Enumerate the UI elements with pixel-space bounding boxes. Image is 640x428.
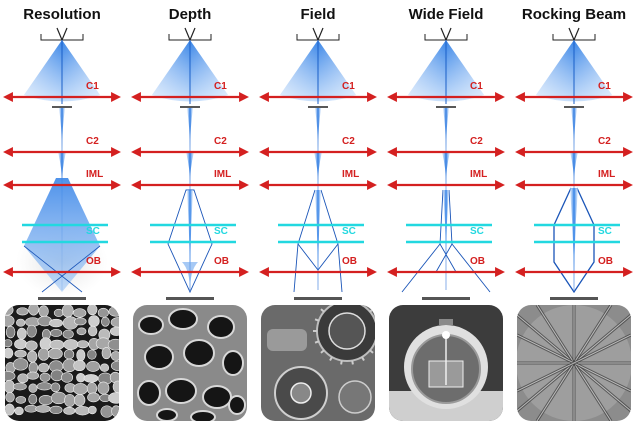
- c2-label: C2: [86, 136, 99, 147]
- watch-gear-sample-image: [261, 305, 375, 421]
- filament-tip: [312, 27, 324, 42]
- specimen-stage: [166, 297, 214, 300]
- ob-label: OB: [86, 256, 101, 267]
- specimen-stage: [550, 297, 598, 300]
- beam-wide-cone: [24, 178, 100, 292]
- specimen-stage: [294, 297, 342, 300]
- grains-sample-image: [5, 305, 119, 421]
- specimen-stage: [38, 297, 86, 300]
- mode-title-5: Rocking Beam: [521, 6, 627, 23]
- sc-label: SC: [470, 226, 484, 237]
- column-5: [515, 27, 633, 300]
- column-2: [131, 27, 249, 300]
- column-4: [387, 27, 505, 300]
- channeling-pattern-sample-image: [517, 305, 631, 421]
- c1-label: C1: [86, 81, 99, 92]
- beam-depth-tail: [182, 262, 198, 292]
- filament-tip: [440, 27, 452, 42]
- c2-label: C2: [214, 136, 227, 147]
- sc-label: SC: [342, 226, 356, 237]
- iml-label: IML: [86, 169, 104, 180]
- ob-label: OB: [214, 256, 229, 267]
- mode-title-4: Wide Field: [408, 6, 484, 23]
- c1-label: C1: [342, 81, 355, 92]
- filament-tip: [56, 27, 68, 42]
- beam-narrow: [570, 188, 578, 292]
- ob-label: OB: [470, 256, 485, 267]
- column-3: [259, 27, 377, 300]
- mode-title-1: Resolution: [23, 6, 101, 23]
- iml-label: IML: [598, 169, 616, 180]
- c1-label: C1: [470, 81, 483, 92]
- iml-label: IML: [470, 169, 488, 180]
- column-1: [3, 27, 121, 300]
- electron-optics-diagram: [3, 27, 633, 300]
- mode-title-3: Field: [300, 6, 336, 23]
- c1-label: C1: [598, 81, 611, 92]
- alarm-clock-sample-image: [389, 305, 503, 421]
- ob-label: OB: [342, 256, 357, 267]
- iml-label: IML: [214, 169, 232, 180]
- c2-label: C2: [470, 136, 483, 147]
- sc-label: SC: [214, 226, 228, 237]
- c2-label: C2: [342, 136, 355, 147]
- c2-label: C2: [598, 136, 611, 147]
- porous-structure-sample-image: [133, 305, 247, 421]
- mode-title-2: Depth: [168, 6, 212, 23]
- filament-tip: [184, 27, 196, 42]
- specimen-stage: [422, 297, 470, 300]
- filament-tip: [568, 27, 580, 42]
- sc-label: SC: [86, 226, 100, 237]
- ob-label: OB: [598, 256, 613, 267]
- iml-label: IML: [342, 169, 360, 180]
- sc-label: SC: [598, 226, 612, 237]
- c1-label: C1: [214, 81, 227, 92]
